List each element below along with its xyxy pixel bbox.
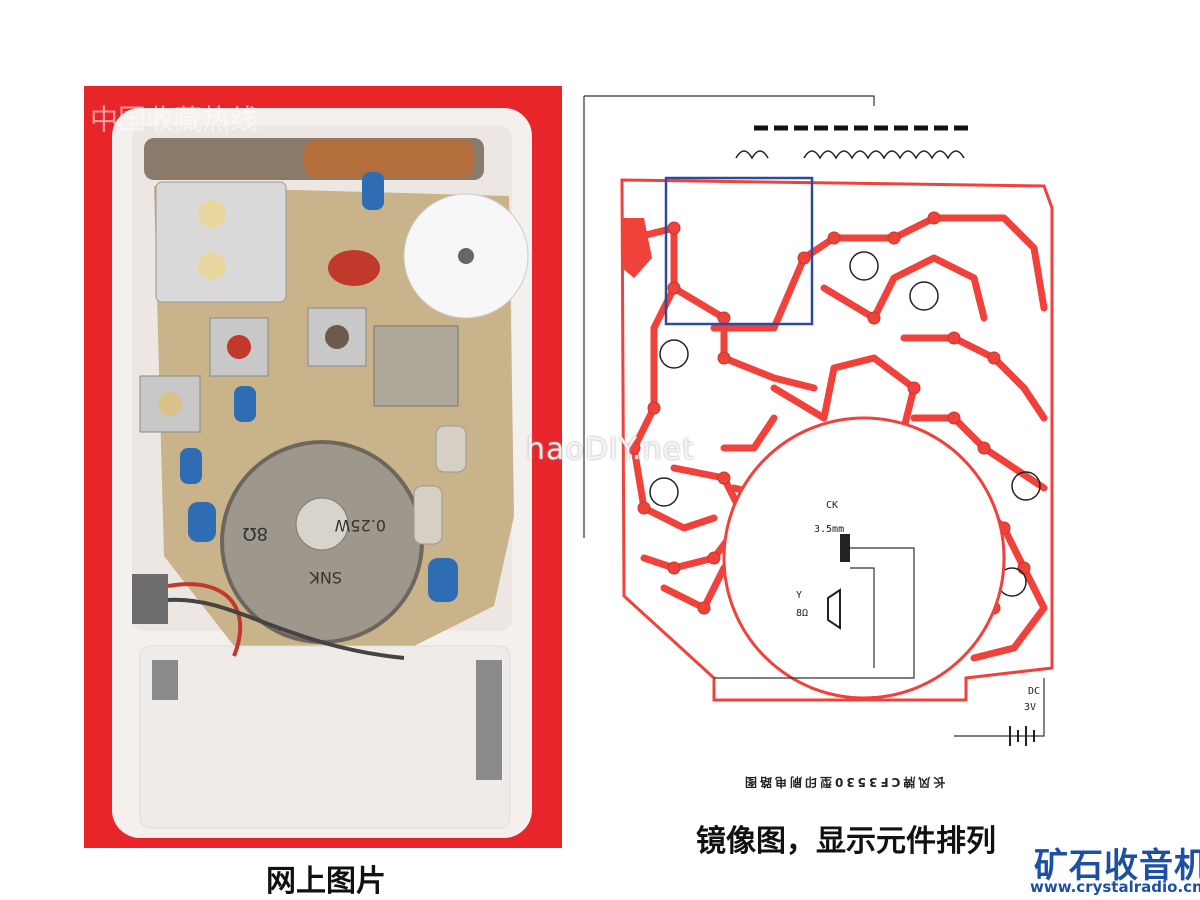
site-watermark: haoDIY.net: [526, 432, 695, 467]
brand-url: www.crystalradio.cn: [1030, 878, 1200, 896]
dial-hub: [458, 248, 474, 264]
capacitor: [188, 502, 216, 542]
radio-interior-photo: 8Ω 0.25W SNK: [84, 86, 562, 848]
antenna-coil-symbol: [803, 150, 965, 160]
tuning-screw-2: [198, 252, 226, 280]
diagram-title: 长风牌CF3530型印刷电路图: [742, 775, 946, 789]
photo-caption: 网上图片: [266, 864, 386, 899]
jack-label: 3.5mm: [814, 524, 844, 535]
wire-red: [167, 582, 243, 657]
battery-wire: [954, 678, 1045, 737]
if-core-red: [227, 335, 251, 359]
jack-symbol: [840, 534, 850, 562]
photo-watermark: 中国收藏热线: [90, 103, 259, 136]
tuning-screw: [198, 200, 226, 228]
speaker-marking-1: 8Ω: [243, 523, 268, 544]
speaker-center: [295, 497, 349, 551]
component-can: [413, 485, 443, 545]
voltage-label: 3V: [1024, 702, 1036, 713]
capacitor: [234, 386, 256, 422]
capacitor-red: [328, 250, 380, 286]
diagram-caption: 镜像图，显示元件排列: [696, 824, 996, 859]
radio-photo-illustration: 8Ω 0.25W SNK: [112, 108, 532, 838]
speaker-symbol: [827, 588, 841, 630]
tuning-capacitor: [155, 181, 287, 303]
earphone-jack: [132, 574, 168, 624]
impedance-label: 8Ω: [796, 608, 808, 619]
battery-contact: [476, 660, 502, 780]
ck-label: CK: [826, 500, 838, 511]
wire-black: [167, 597, 405, 660]
if-core-brown: [325, 325, 349, 349]
speaker-label: Y: [796, 590, 802, 601]
highlight-box: [664, 176, 814, 326]
speaker-wire: [714, 547, 915, 679]
pcb-outline: [620, 178, 1054, 702]
battery-compartment: [139, 645, 511, 829]
capacitor: [180, 448, 202, 484]
brand-logo: 矿石收音机: [1034, 846, 1200, 886]
if-core-yellow: [158, 392, 182, 416]
speaker-wire: [850, 567, 875, 668]
ground-pad: [622, 218, 652, 278]
speaker-outline: [722, 416, 1006, 700]
antenna-coil: [304, 140, 474, 178]
output-transformer: [373, 325, 459, 407]
antenna-coil-symbol-2: [735, 150, 769, 160]
pcb-diagram-svg: CK 3.5mm Y 8Ω DC 3V: [583, 95, 1054, 746]
battery-contact: [152, 660, 178, 700]
dc-label: DC: [1028, 686, 1040, 697]
capacitor: [428, 558, 458, 602]
speaker-marking-2: 0.25W: [334, 516, 386, 535]
pcb-diagram: CK 3.5mm Y 8Ω DC 3V: [574, 88, 1074, 808]
speaker-marking-3: SNK: [309, 568, 342, 587]
capacitor: [362, 172, 384, 210]
component-can: [435, 425, 467, 473]
frame-line: [584, 95, 875, 106]
battery-symbol: [1009, 726, 1035, 746]
